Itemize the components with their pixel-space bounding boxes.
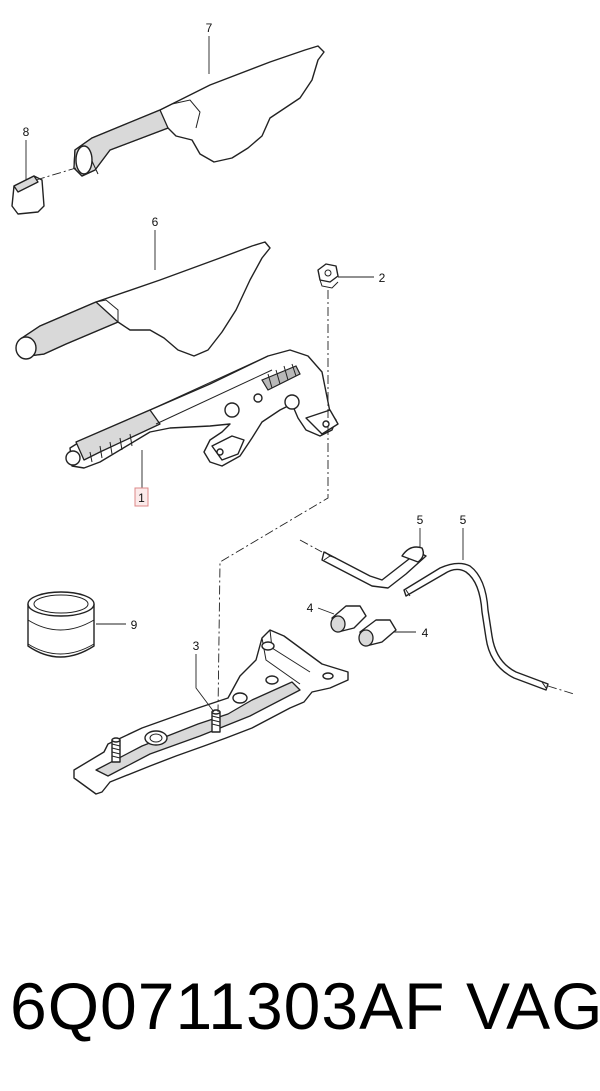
part-4-clip-a[interactable] [330, 605, 367, 633]
callout-1: 1 [138, 491, 145, 505]
callout-2: 2 [379, 271, 386, 285]
callout-4b: 4 [422, 626, 429, 640]
callout-4a: 4 [307, 601, 314, 615]
callout-1-highlight[interactable] [134, 487, 149, 507]
callout-8: 8 [23, 125, 30, 139]
part-number: 6Q0711303AF [10, 969, 446, 1043]
callout-labels: 7 8 6 2 1 5 5 4 4 9 3 [23, 21, 467, 653]
part-8-end-cap[interactable] [11, 175, 45, 215]
assembly-lines [35, 167, 575, 713]
part-7-handle-cover[interactable] [73, 45, 325, 177]
part-4-clip-b[interactable] [358, 619, 397, 647]
part-5-bent-pin[interactable] [321, 546, 427, 589]
callout-9: 9 [131, 618, 138, 632]
part-6-lever-cover[interactable] [15, 241, 271, 360]
part-3-base-plate[interactable] [73, 629, 349, 795]
part-2-nut[interactable] [317, 263, 339, 289]
part-9-sleeve[interactable] [27, 591, 95, 658]
callout-7: 7 [206, 21, 213, 35]
parts-diagram: 7 8 6 2 1 5 5 4 4 9 3 [11, 21, 575, 795]
brand-label: VAG [466, 969, 600, 1043]
callout-5a: 5 [417, 513, 424, 527]
part-1-handbrake-lever[interactable] [65, 349, 339, 469]
callout-6: 6 [152, 215, 159, 229]
leader-lines [25, 36, 464, 713]
part-5-cable-rod[interactable] [403, 562, 549, 691]
callout-3: 3 [193, 639, 200, 653]
callout-5b: 5 [460, 513, 467, 527]
